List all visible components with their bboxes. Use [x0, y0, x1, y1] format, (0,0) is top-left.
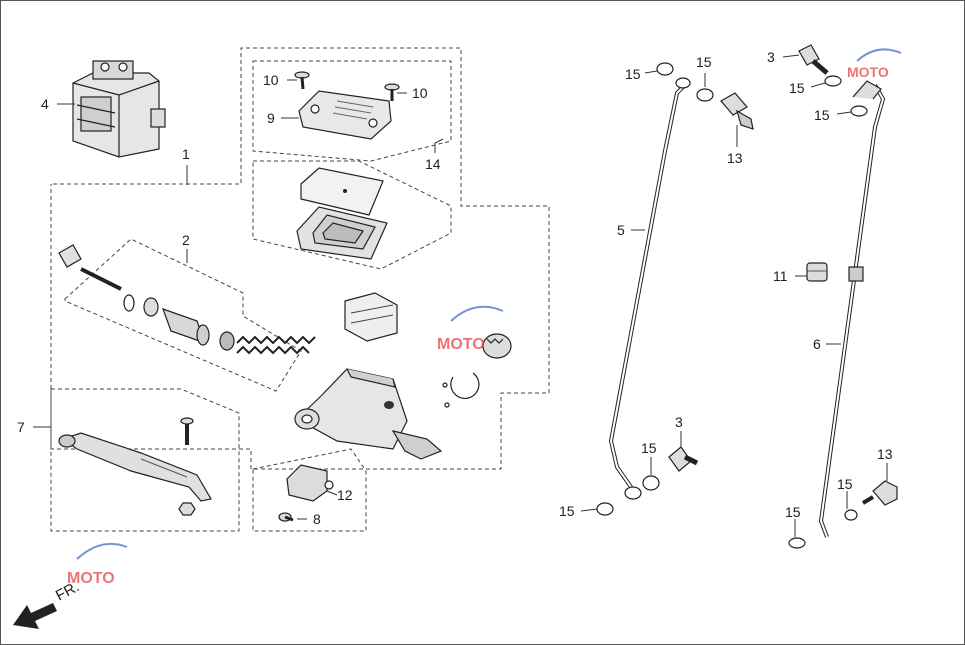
- callout-1: 1: [182, 146, 190, 162]
- washer-15c-part: [824, 75, 842, 87]
- washer-15a-part: [656, 62, 674, 76]
- screw-8-part: [278, 512, 294, 522]
- washer-15f-part: [596, 502, 614, 516]
- watermark-text-2: MOTO: [437, 336, 485, 353]
- callout-15b: 15: [696, 54, 712, 70]
- watermark-logo: MOTO: [437, 305, 504, 353]
- banjo-bolt-13a-part: [720, 92, 754, 130]
- group-outline-diaphragm: [252, 160, 452, 270]
- reservoir-cap-part: [298, 90, 392, 140]
- boot-part: [482, 333, 512, 359]
- callout-9: 9: [267, 110, 275, 126]
- callout-4: 4: [41, 96, 49, 112]
- washer-15h-part: [844, 509, 858, 521]
- callout-8: 8: [313, 511, 321, 527]
- callout-12: 12: [337, 487, 353, 503]
- banjo-bolt-3b-part: [668, 446, 699, 472]
- callout-6: 6: [813, 336, 821, 352]
- screw-10a-part: [294, 71, 310, 90]
- diaphragm-plate-part: [300, 167, 384, 216]
- brake-hose-5-part: [608, 77, 691, 500]
- front-arrow-icon: [13, 603, 57, 629]
- callout-15c: 15: [789, 80, 805, 96]
- callout-3b: 3: [675, 414, 683, 430]
- front-direction-indicator: FR.: [13, 578, 82, 629]
- screw-10b-part: [384, 83, 400, 101]
- watermark-logo: MOTO: [67, 543, 128, 587]
- watermark-text-1: MOTO: [847, 64, 889, 80]
- group-outline-switch: [252, 448, 367, 532]
- banjo-bolt-13b-part: [861, 480, 898, 506]
- watermark-text-3: MOTO: [67, 570, 115, 587]
- bellows-part: [344, 292, 398, 342]
- brake-hose-6-part: [818, 80, 886, 538]
- callout-2: 2: [182, 232, 190, 248]
- grommet-11-part: [806, 262, 828, 282]
- brake-switch-part: [286, 464, 334, 502]
- callout-13b: 13: [877, 446, 893, 462]
- callout-10b: 10: [412, 85, 428, 101]
- watermark-logo: MOTO: [847, 48, 902, 80]
- group-outline-reservoir-cap: [252, 60, 452, 162]
- callout-15e: 15: [641, 440, 657, 456]
- diaphragm-rubber-part: [296, 206, 388, 260]
- callout-3a: 3: [767, 49, 775, 65]
- washer-15e-part: [642, 475, 660, 491]
- callout-15d: 15: [814, 107, 830, 123]
- brake-lever-part: [58, 417, 212, 516]
- washer-15b-part: [696, 88, 714, 102]
- piston-kit-part: [58, 244, 316, 355]
- callout-11: 11: [773, 268, 788, 284]
- callout-7: 7: [17, 419, 25, 435]
- callout-15a: 15: [625, 66, 641, 82]
- group-outline-master-cylinder: [50, 47, 550, 470]
- abs-unit-part: [72, 60, 166, 158]
- callout-15f: 15: [559, 503, 575, 519]
- washer-15d-part: [850, 105, 868, 117]
- group-outline-lever: [50, 388, 240, 532]
- callout-15h: 15: [785, 504, 801, 520]
- callout-14: 14: [425, 156, 441, 172]
- group-outline-piston-kit: [64, 238, 302, 392]
- callout-5: 5: [617, 222, 625, 238]
- callout-10a: 10: [263, 72, 279, 88]
- callout-13a: 13: [727, 150, 743, 166]
- banjo-bolt-3a-part: [798, 44, 829, 75]
- master-cylinder-body-part: [294, 368, 443, 460]
- washer-15g-part: [788, 537, 806, 549]
- snap-ring-part: [442, 372, 480, 408]
- callout-15g: 15: [837, 476, 853, 492]
